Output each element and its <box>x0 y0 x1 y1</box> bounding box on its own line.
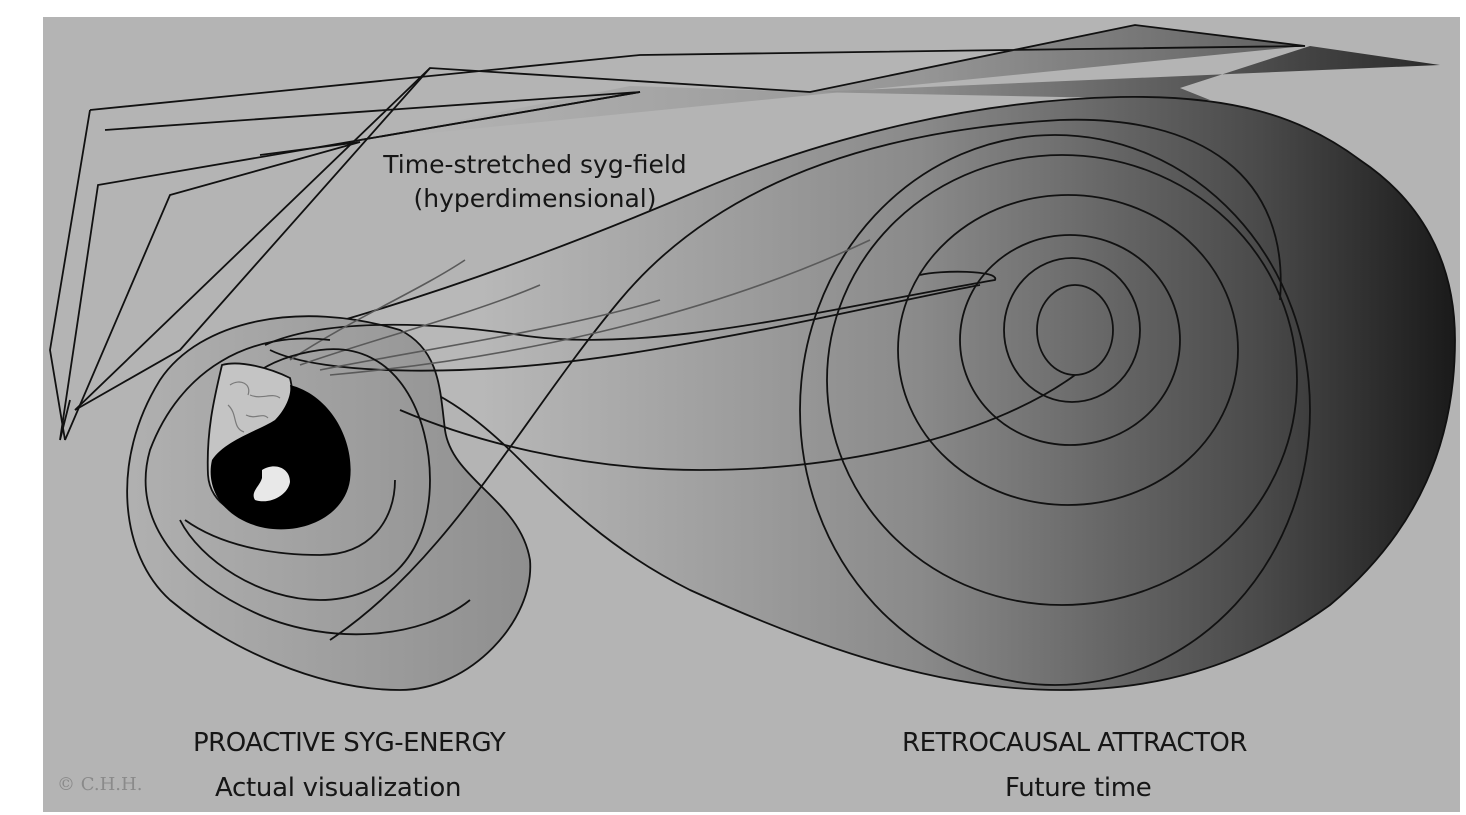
right-caption-subtitle: Future time <box>1005 773 1152 803</box>
right-caption-title: RETROCAUSAL ATTRACTOR <box>902 728 1247 758</box>
copyright-mark: © C.H.H. <box>57 774 142 795</box>
time-stretched-field-label: Time-stretched syg-field (hyperdimension… <box>370 148 700 216</box>
field-label-line2: (hyperdimensional) <box>370 182 700 216</box>
field-label-line1: Time-stretched syg-field <box>370 148 700 182</box>
left-caption-subtitle: Actual visualization <box>215 773 461 803</box>
left-caption-title: PROACTIVE SYG-ENERGY <box>193 728 505 758</box>
